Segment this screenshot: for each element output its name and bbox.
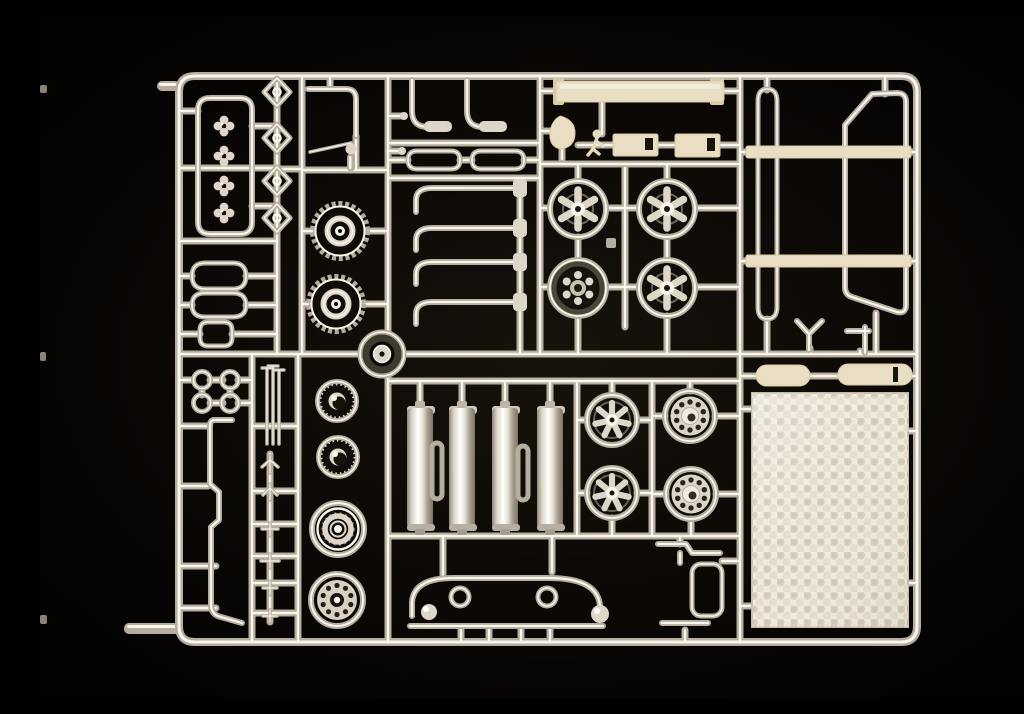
- junction-pulley: [357, 329, 407, 379]
- bolt-circle-wheel: [311, 574, 363, 626]
- cylinder: [407, 401, 435, 535]
- brake-drum-hub: [318, 382, 357, 421]
- tread-plate-panel: [751, 392, 909, 628]
- cream-parts: [549, 78, 913, 628]
- five-spoke-wheel: [639, 181, 695, 237]
- wedge-spoke-wheel: [587, 395, 637, 445]
- cross-bars: [745, 145, 912, 268]
- wedge-spoke-wheel: [587, 468, 637, 518]
- brake-drum-hub: [319, 438, 358, 477]
- drilled-disc-wheel: [665, 391, 715, 441]
- deep-dish-wheel: [312, 503, 364, 555]
- air-horn-capsules: [755, 363, 913, 387]
- step-plates: [612, 133, 721, 158]
- five-spoke-wheel: [639, 260, 695, 316]
- tank-handle: [515, 443, 531, 503]
- front-bumper-bar: [553, 78, 725, 105]
- reflector-diamonds: [272, 87, 282, 223]
- exhaust-fittings: [424, 121, 527, 311]
- cylinder: [492, 401, 520, 535]
- air-tank-cylinders: [407, 401, 565, 535]
- serrated-hubcap-wheel: [309, 277, 363, 331]
- knob-part: [345, 112, 616, 248]
- tank-handle: [429, 440, 445, 502]
- detailed-hub-wheel: [550, 260, 606, 316]
- bumper-step-assembly: [421, 585, 609, 623]
- sprue-gate-tabs: [124, 81, 181, 634]
- cylinder: [449, 401, 477, 535]
- five-spoke-wheel: [550, 181, 606, 237]
- side-bracket-bar: [689, 561, 725, 619]
- figure-part: [586, 129, 605, 157]
- edge-specks: [40, 85, 47, 624]
- drilled-disc-wheel: [666, 469, 716, 519]
- mounting-rings: [191, 369, 241, 414]
- sprue-photo: [40, 16, 1024, 698]
- seat-part: [549, 115, 576, 150]
- cylinder: [537, 401, 565, 535]
- serrated-hubcap-wheel: [313, 204, 367, 258]
- sprue-sheet: [40, 16, 1024, 698]
